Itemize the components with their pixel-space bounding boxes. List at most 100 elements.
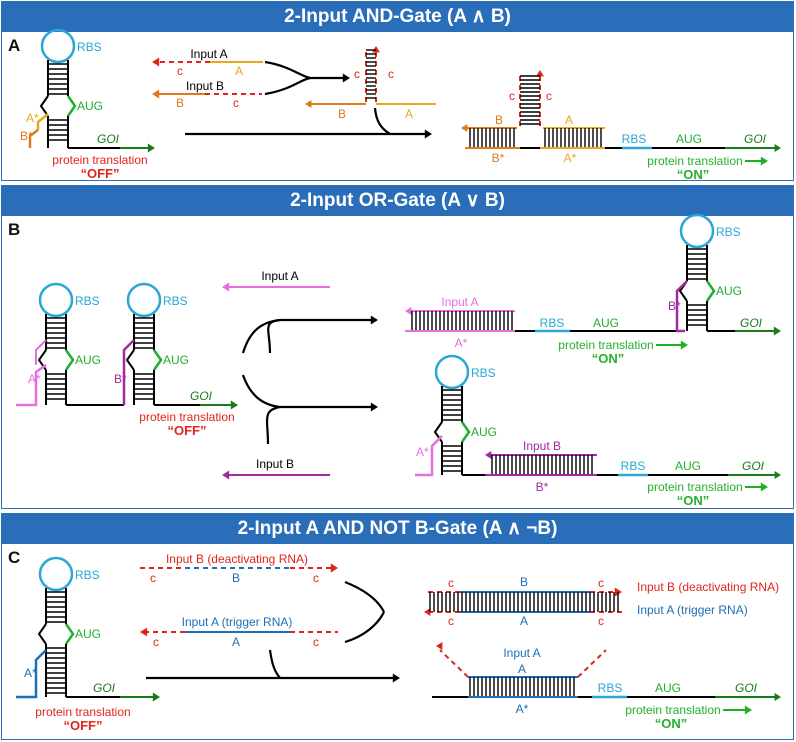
- b-arrowhead: [305, 100, 312, 108]
- c-label: c: [354, 67, 360, 81]
- b-arrowhead: [461, 124, 468, 132]
- b-star-label: B*: [536, 480, 549, 494]
- b-star-label: B*: [20, 129, 33, 143]
- goi-label: GOI: [97, 132, 120, 146]
- goi-arrow-head: [773, 326, 781, 336]
- protein-translation-label: protein translation: [35, 705, 130, 719]
- c-label: c: [448, 576, 454, 590]
- input-b-label: Input B: [523, 439, 561, 453]
- goi-label: GOI: [744, 132, 767, 146]
- aug-label: AUG: [77, 99, 103, 113]
- a-star-label: A*: [564, 151, 577, 165]
- b-label: B: [495, 113, 503, 127]
- goi-arrow-head: [230, 400, 238, 410]
- b-label: B: [232, 571, 240, 585]
- b-label: B: [520, 575, 528, 589]
- on-label: “ON”: [592, 351, 625, 366]
- reaction-arrow-head: [424, 129, 432, 139]
- aug-bulge: [460, 421, 471, 443]
- aug-bulge: [152, 349, 163, 371]
- c-arrowhead: [436, 642, 443, 650]
- rbs-loop: [38, 556, 74, 592]
- c-label: c: [598, 614, 604, 628]
- c-label: c: [313, 571, 319, 585]
- panel-a-letter: A: [8, 36, 21, 55]
- panel-c-letter: C: [8, 548, 21, 567]
- a-star-label: A*: [455, 336, 468, 350]
- rbs-loop: [40, 28, 76, 64]
- b-star-domain: [122, 339, 135, 405]
- panel-a: 2-Input AND-Gate (A ∧ B) A: [1, 1, 794, 181]
- merge-arc: [373, 107, 391, 135]
- panel-c-title: 2-Input A AND NOT B-Gate (A ∧ ¬B): [2, 514, 793, 544]
- panel-b-title: 2-Input OR-Gate (A ∨ B): [2, 186, 793, 216]
- c-domain-head: [152, 57, 160, 67]
- b-domain-head: [152, 89, 160, 99]
- input-a-label: Input A (trigger RNA): [182, 615, 293, 629]
- a-label: A: [232, 635, 240, 649]
- input-b-label: Input B (deactivating RNA): [637, 580, 779, 594]
- off-label: “OFF”: [64, 718, 103, 733]
- c-label: c: [233, 96, 239, 110]
- b-star-label: B*: [492, 151, 505, 165]
- aug-bulge: [64, 349, 75, 371]
- off-label: “OFF”: [168, 423, 207, 438]
- b-star-label: B*: [668, 299, 681, 313]
- merge-arc: [267, 318, 281, 354]
- off-label: “OFF”: [81, 166, 120, 181]
- goi-arrowhead: [774, 471, 781, 479]
- aug-bulge: [66, 95, 77, 117]
- b-star-label: B*: [114, 372, 127, 386]
- a-star-label: A*: [26, 111, 39, 125]
- panel-a-title: 2-Input AND-Gate (A ∧ B): [2, 2, 793, 32]
- goi-label: GOI: [735, 681, 758, 695]
- input-a-label: Input A: [190, 47, 227, 61]
- merge-arc: [344, 611, 385, 644]
- panel-b: 2-Input OR-Gate (A ∨ B) B: [1, 185, 794, 509]
- protein-translation-label: protein translation: [52, 153, 147, 167]
- c-label: c: [509, 89, 515, 103]
- rbs-label: RBS: [622, 132, 647, 146]
- on-label: “ON”: [677, 493, 710, 508]
- rbs-loop: [126, 282, 162, 318]
- on-arrow-head: [744, 705, 752, 715]
- on-label: “ON”: [655, 716, 688, 731]
- c-domain-head: [140, 627, 148, 637]
- aug-label: AUG: [675, 459, 701, 473]
- c-label: c: [153, 635, 159, 649]
- a-label: A: [518, 662, 526, 676]
- c-domain: [439, 649, 469, 678]
- merge-arc: [264, 76, 311, 96]
- b-label: B: [176, 96, 184, 110]
- aug-label: AUG: [163, 353, 189, 367]
- panel-c: 2-Input A AND NOT B-Gate (A ∧ ¬B) C: [1, 513, 794, 740]
- c-arrowhead: [424, 608, 431, 616]
- goi-arrowhead: [774, 144, 781, 152]
- a-label: A: [520, 614, 528, 628]
- b-star-domain: [675, 280, 688, 333]
- on-arrow-head: [760, 482, 768, 492]
- goi-arrow-head: [152, 692, 160, 702]
- c-label: c: [150, 571, 156, 585]
- toehold-a: [36, 113, 49, 130]
- protein-translation-label: protein translation: [625, 703, 720, 717]
- a-star-label: A*: [516, 702, 529, 716]
- c-label: c: [448, 614, 454, 628]
- rbs-label: RBS: [471, 366, 496, 380]
- input-a-label: Input A: [503, 646, 540, 660]
- c-label: c: [313, 635, 319, 649]
- a-label: A: [235, 64, 243, 78]
- input-b-label: Input B (deactivating RNA): [166, 552, 308, 566]
- a-star-label: A*: [416, 445, 429, 459]
- reaction-arrow-head: [370, 402, 378, 412]
- rbs-label: RBS: [75, 294, 100, 308]
- a-label: A: [565, 113, 573, 127]
- bulge-left: [125, 349, 135, 371]
- panel-b-letter: B: [8, 220, 21, 239]
- input-b-arrowhead: [485, 451, 492, 459]
- rbs-label: RBS: [163, 294, 188, 308]
- b-label: B: [338, 107, 346, 121]
- rbs-label: RBS: [716, 225, 741, 239]
- input-b-label: Input B: [256, 457, 294, 471]
